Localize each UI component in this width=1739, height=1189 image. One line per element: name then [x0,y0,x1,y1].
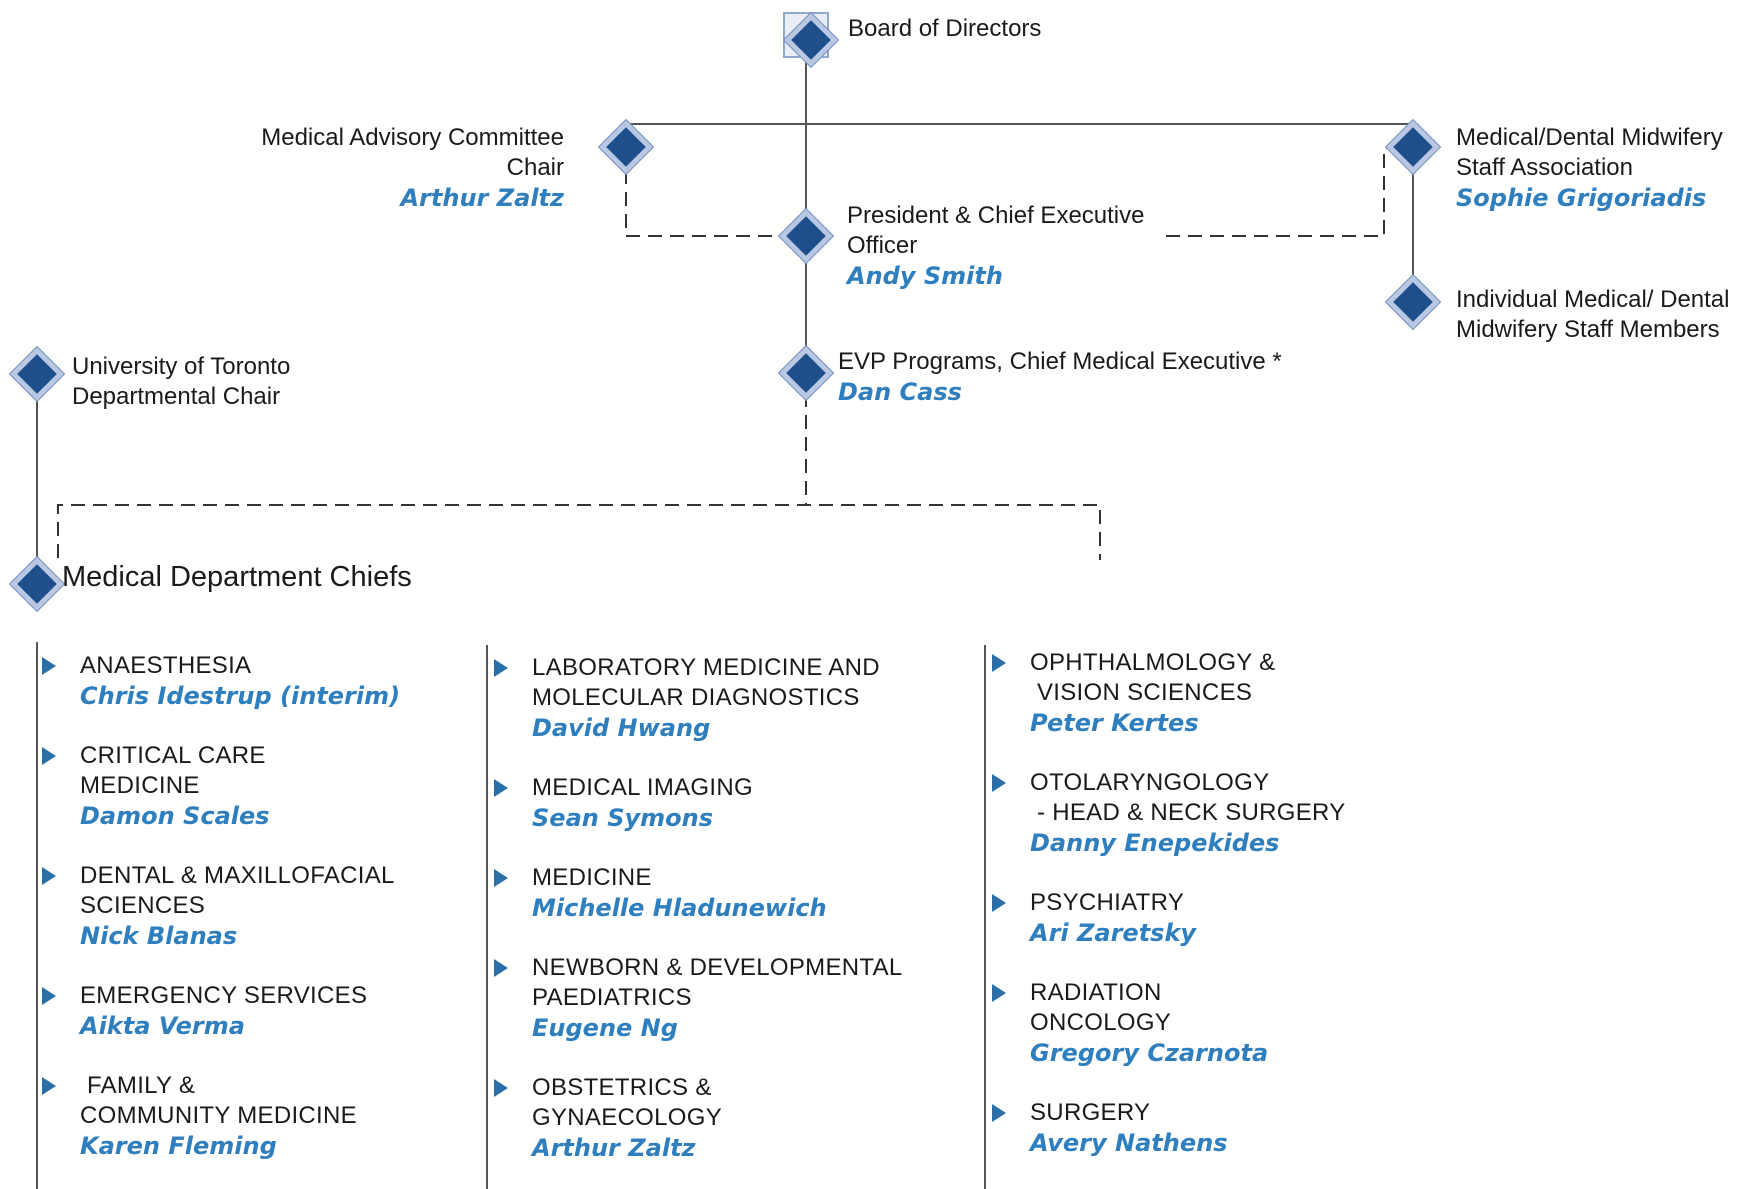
uoft-box: University of Toronto Departmental Chair [72,352,352,412]
dept-chief-name: Nick Blanas [80,922,238,950]
dept-medicine: MEDICINE Michelle Hladunewich [494,863,952,923]
dept-label: FAMILY & COMMUNITY MEDICINE [80,1072,357,1129]
arrow-icon [42,747,56,765]
dept-label: LABORATORY MEDICINE AND MOLECULAR DIAGNO… [532,654,880,711]
arrow-icon [494,959,508,977]
dept-chief-name: David Hwang [532,714,711,742]
dept-label: ANAESTHESIA [80,652,252,679]
mac-name: Arthur Zaltz [400,184,564,212]
dept-chief-name: Gregory Czarnota [1030,1039,1269,1067]
dept-family: FAMILY & COMMUNITY MEDICINE Karen Flemin… [42,1071,500,1161]
evp-name: Dan Cass [838,378,962,406]
dept-chief-name: Aikta Verma [80,1012,245,1040]
dept-chief-name: Michelle Hladunewich [532,894,827,922]
dept-label: OTOLARYNGOLOGY - HEAD & NECK SURGERY [1030,769,1346,826]
arrow-icon [992,1104,1006,1122]
dept-label: OBSTETRICS & GYNAECOLOGY [532,1074,723,1131]
ceo-title-line1: President & Chief Executive [847,202,1145,229]
dept-label: OPHTHALMOLOGY & VISION SCIENCES [1030,649,1276,706]
arrow-icon [494,779,508,797]
board-title: Board of Directors [848,15,1042,42]
arrow-icon [42,867,56,885]
dept-label: NEWBORN & DEVELOPMENTAL PAEDIATRICS [532,954,903,1011]
mdsa-title-line1: Medical/Dental Midwifery [1456,124,1723,151]
dept-chief-name: Eugene Ng [532,1014,678,1042]
chiefs-title: Medical Department Chiefs [62,561,412,593]
board-icon [783,12,838,67]
chiefs-bracket-dashed [57,504,1101,560]
mac-title-line1: Medical Advisory Committee [261,124,564,151]
dept-newborn: NEWBORN & DEVELOPMENTAL PAEDIATRICS Euge… [494,953,952,1043]
dept-label: SURGERY [1030,1099,1151,1126]
arrow-icon [992,894,1006,912]
dept-chief-name: Sean Symons [532,804,713,832]
dept-otolaryngology: OTOLARYNGOLOGY - HEAD & NECK SURGERY Dan… [992,768,1450,858]
mac-box: Medical Advisory Committee Chair Arthur … [150,123,564,213]
dept-critical-care: CRITICAL CARE MEDICINE Damon Scales [42,741,500,831]
arrow-icon [42,987,56,1005]
ceo-box: President & Chief Executive Officer Andy… [847,201,1177,291]
uoft-title-line1: University of Toronto [72,353,291,380]
mdsa-name: Sophie Grigoriadis [1456,184,1707,212]
dept-anaesthesia: ANAESTHESIA Chris Idestrup (interim) [42,651,500,711]
uoft-title-line2: Departmental Chair [72,383,281,410]
dept-surgery: SURGERY Avery Nathens [992,1098,1450,1158]
dept-label: EMERGENCY SERVICES [80,982,368,1009]
dept-chief-name: Arthur Zaltz [532,1134,696,1162]
mac-title-line2: Chair [506,154,564,181]
arrow-icon [42,1077,56,1095]
staff-title-line1: Individual Medical/ Dental [1456,286,1730,313]
ceo-name: Andy Smith [847,262,1003,290]
arrow-icon [494,1079,508,1097]
mdsa-title-line2: Staff Association [1456,154,1633,181]
dept-obstetrics: OBSTETRICS & GYNAECOLOGY Arthur Zaltz [494,1073,952,1163]
arrow-icon [494,659,508,677]
dept-label: CRITICAL CARE MEDICINE [80,742,266,799]
staff-box: Individual Medical/ Dental Midwifery Sta… [1456,285,1739,345]
dept-ophthalmology: OPHTHALMOLOGY & VISION SCIENCES Peter Ke… [992,648,1450,738]
dept-psychiatry: PSYCHIATRY Ari Zaretsky [992,888,1450,948]
dept-chief-name: Damon Scales [80,802,270,830]
dept-label: MEDICAL IMAGING [532,774,753,801]
dept-chief-name: Peter Kertes [1030,709,1199,737]
dept-chief-name: Avery Nathens [1030,1129,1228,1157]
dept-chief-name: Karen Fleming [80,1132,277,1160]
dept-label: DENTAL & MAXILLOFACIAL SCIENCES [80,862,395,919]
ceo-to-mdsa-dashed [1166,147,1398,237]
staff-title-line2: Midwifery Staff Members [1456,316,1720,343]
arrow-icon [992,984,1006,1002]
arrow-icon [992,774,1006,792]
arrow-icon [494,869,508,887]
evp-title: EVP Programs, Chief Medical Executive * [838,348,1282,375]
dept-chief-name: Chris Idestrup (interim) [80,682,401,710]
dept-chief-name: Danny Enepekides [1030,829,1280,857]
dept-laboratory: LABORATORY MEDICINE AND MOLECULAR DIAGNO… [494,653,952,743]
dept-label: RADIATION ONCOLOGY [1030,979,1172,1036]
evp-box: EVP Programs, Chief Medical Executive * … [838,347,1338,407]
arrow-icon [42,657,56,675]
ceo-title-line2: Officer [847,232,918,259]
mdsa-box: Medical/Dental Midwifery Staff Associati… [1456,123,1736,213]
arrow-icon [992,654,1006,672]
dept-chief-name: Ari Zaretsky [1030,919,1197,947]
dept-label: MEDICINE [532,864,652,891]
dept-label: PSYCHIATRY [1030,889,1185,916]
dept-dental: DENTAL & MAXILLOFACIAL SCIENCES Nick Bla… [42,861,500,951]
mac-to-ceo-dashed [625,148,788,237]
dept-emergency: EMERGENCY SERVICES Aikta Verma [42,981,500,1041]
dept-radiation-oncology: RADIATION ONCOLOGY Gregory Czarnota [992,978,1450,1068]
dept-medical-imaging: MEDICAL IMAGING Sean Symons [494,773,952,833]
